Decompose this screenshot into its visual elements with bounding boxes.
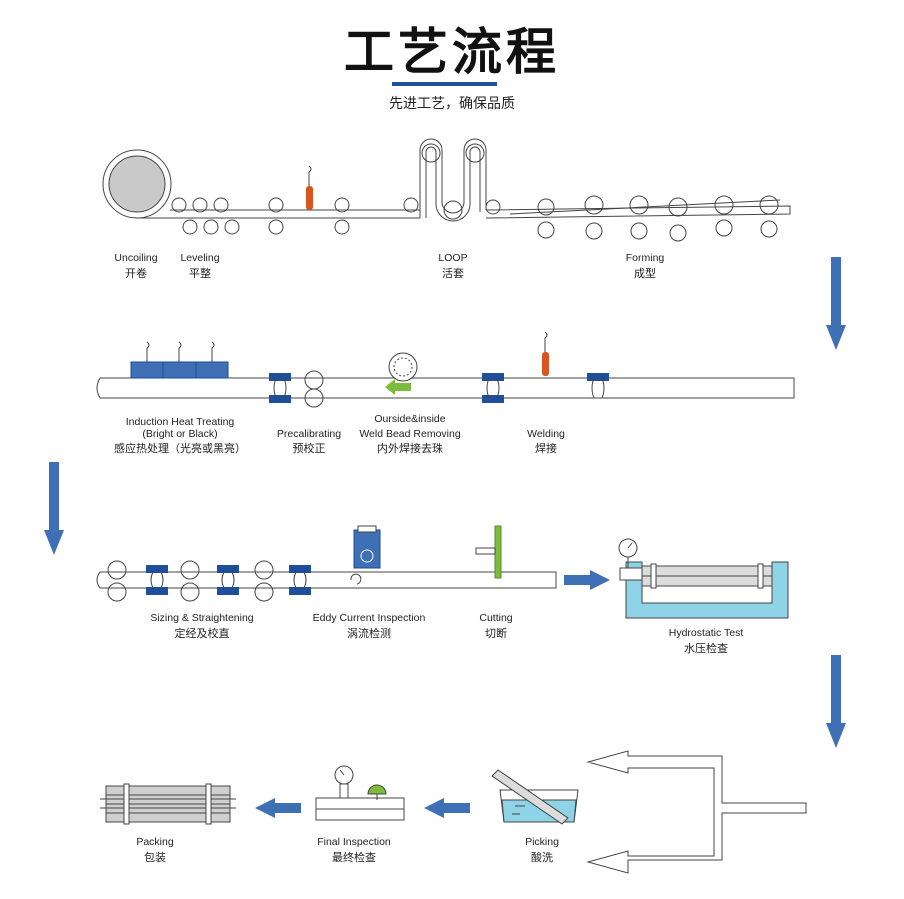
loop-icon	[419, 138, 501, 222]
packing-bundle-icon	[100, 783, 236, 825]
label-eddy-cn: 涡流检测	[347, 626, 391, 640]
label-bead-removing: Ourside&inside	[374, 413, 445, 425]
label-leveling: Leveling	[180, 252, 219, 264]
label-forming: Forming	[626, 252, 665, 264]
label-picking-cn: 酸洗	[531, 850, 553, 864]
label-bead-removing-cn: 内外焊接去珠	[377, 441, 443, 455]
label-forming-cn: 成型	[634, 266, 656, 280]
flow-arrow-down-2	[44, 462, 64, 555]
label-loop: LOOP	[438, 252, 467, 264]
label-precalibrating-cn: 预校正	[293, 441, 326, 455]
cutting-blade-icon	[475, 525, 502, 579]
label-uncoiling: Uncoiling	[114, 252, 157, 264]
label-final-inspection: Final Inspection	[317, 836, 391, 848]
label-hydrostatic: Hydrostatic Test	[669, 627, 744, 639]
precalibrating-rollers	[269, 370, 324, 408]
row-1-forming-line	[102, 138, 791, 242]
label-uncoiling-cn: 开卷	[125, 266, 147, 280]
induction-coil-icon	[130, 341, 229, 379]
flow-arrow-down-1	[826, 257, 846, 350]
hydrostatic-tank-icon	[618, 538, 789, 619]
pipe-row-3	[96, 571, 557, 589]
label-cutting-cn: 切断	[485, 626, 507, 640]
return-fork-arrows	[586, 750, 807, 874]
row-3-sizing-line	[96, 525, 557, 602]
label-precalibrating: Precalibrating	[277, 428, 341, 440]
picking-tank-icon	[491, 769, 579, 825]
flow-arrow-right-1	[564, 570, 610, 590]
final-inspection-icon	[315, 765, 405, 821]
label-packing: Packing	[136, 836, 174, 848]
bead-removing-icon	[385, 352, 418, 395]
page-subtitle: 先进工艺，确保品质	[389, 96, 515, 112]
flow-arrow-left-1	[424, 798, 470, 818]
label-induction-cn: 感应热处理（光亮或黑亮）	[114, 441, 246, 455]
label-induction: Induction Heat Treating	[126, 416, 235, 428]
welding-torch-icon	[542, 331, 549, 376]
pipe-row-2	[96, 377, 795, 399]
title-underline	[392, 82, 497, 86]
label-sizing-cn: 定经及校直	[175, 626, 230, 640]
label-hydrostatic-cn: 水压检查	[684, 641, 728, 655]
label-packing-cn: 包装	[144, 851, 166, 864]
label-induction-2: (Bright or Black)	[142, 428, 217, 440]
label-welding-cn: 焊接	[535, 441, 557, 455]
welding-rollers	[482, 373, 609, 403]
label-loop-cn: 活套	[442, 267, 464, 280]
label-picking: Picking	[525, 836, 559, 848]
eddy-current-icon	[350, 525, 381, 585]
torch-icon	[306, 165, 313, 210]
label-leveling-cn: 平整	[189, 266, 211, 280]
leveling-rollers	[171, 197, 419, 235]
forming-rollers	[537, 195, 779, 242]
sizing-rollers	[107, 560, 311, 602]
label-sizing: Sizing & Straightening	[150, 612, 253, 624]
flow-arrow-left-2	[255, 798, 301, 818]
label-eddy: Eddy Current Inspection	[313, 612, 426, 624]
flow-arrow-down-3	[826, 655, 846, 748]
label-final-inspection-cn: 最终检查	[332, 850, 376, 864]
label-cutting: Cutting	[479, 612, 512, 624]
label-bead-removing-2: Weld Bead Removing	[359, 428, 461, 440]
label-welding: Welding	[527, 428, 565, 440]
row-2-welding-line	[96, 331, 795, 408]
page-title: 工艺流程	[344, 23, 560, 81]
